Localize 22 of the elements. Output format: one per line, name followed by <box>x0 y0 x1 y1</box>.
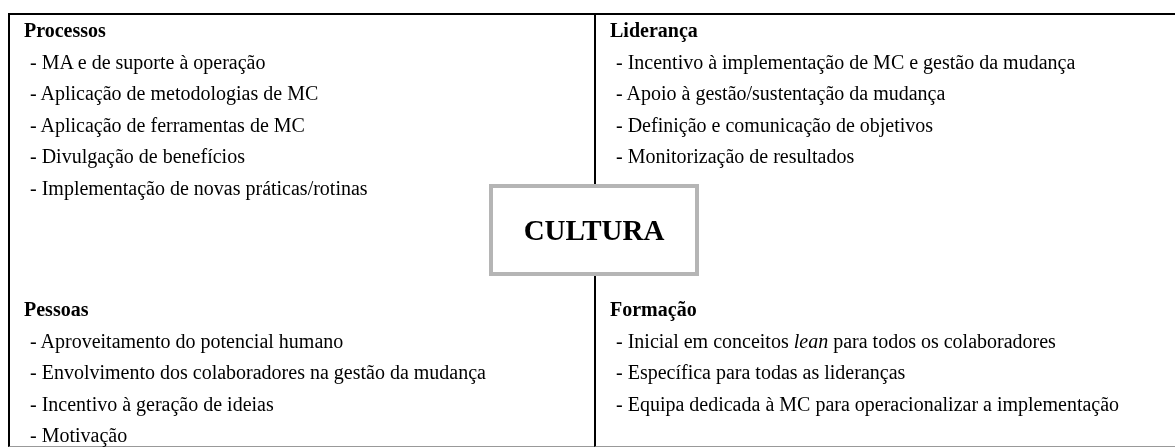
list-item: - Incentivo à geração de ideias <box>30 391 275 418</box>
list-item: - Divulgação de benefícios <box>30 144 246 170</box>
quadrant-heading: Formação <box>610 297 697 323</box>
quadrant-heading: Pessoas <box>24 297 89 322</box>
list-item: - Inicial em conceitos lean para todos os colaboradores <box>616 328 1057 355</box>
quadrant-heading: Processos <box>24 18 106 43</box>
center-title: CULTURA <box>523 213 665 247</box>
list-item: - Equipa dedicada à MC para operacionalizar a implementação <box>616 391 1121 418</box>
list-item: - Envolvimento dos colaboradores na gestão da mudança <box>30 360 487 386</box>
quadrant-heading: Liderança <box>610 18 698 44</box>
center-box <box>489 184 699 276</box>
list-item: - Implementação de novas práticas/rotinas <box>30 175 369 202</box>
list-item: - Aplicação de ferramentas de MC <box>30 112 306 139</box>
list-item: - Incentivo à implementação de MC e gestão da mudança <box>616 49 1077 76</box>
list-item: - MA e de suporte à operação <box>30 49 267 76</box>
list-item: - Aplicação de metodologias de MC <box>30 81 320 107</box>
list-item: - Definição e comunicação de objetivos <box>616 112 935 139</box>
list-item: - Monitorização de resultados <box>616 144 856 170</box>
list-item: - Aproveitamento do potencial humano <box>30 328 345 355</box>
list-item: - Apoio à gestão/sustentação da mudança <box>616 81 947 107</box>
list-item: - Motivação <box>30 423 129 447</box>
list-item: - Específica para todas as lideranças <box>616 360 907 386</box>
